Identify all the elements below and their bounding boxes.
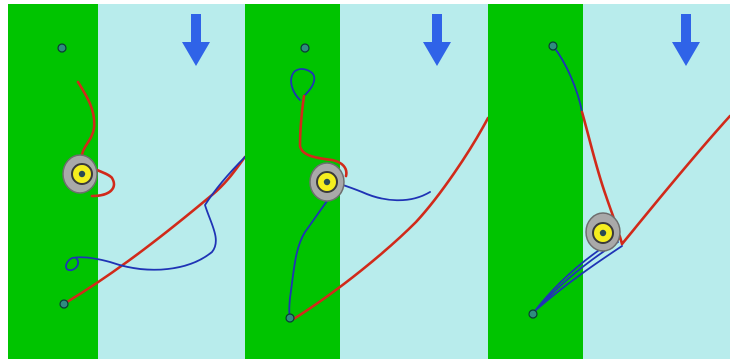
panel-3-green-zone <box>488 4 583 359</box>
waypoint-marker-icon <box>528 309 538 319</box>
blue-path <box>533 45 623 313</box>
eye-sensor-icon <box>309 162 345 202</box>
blue-path <box>288 68 431 319</box>
waypoint-marker-icon <box>285 313 295 323</box>
down-arrow-icon <box>182 14 210 66</box>
red-path <box>290 94 490 322</box>
panel-3 <box>488 4 730 359</box>
eye-sensor-icon <box>62 154 98 194</box>
blue-path <box>65 156 246 272</box>
waypoint-marker-icon <box>548 41 558 51</box>
panel-2 <box>245 4 490 359</box>
down-arrow-icon <box>423 14 451 66</box>
down-arrow-icon <box>672 14 700 66</box>
waypoint-marker-icon <box>59 299 69 309</box>
waypoint-marker-icon <box>300 43 310 53</box>
panel-1 <box>8 4 247 359</box>
waypoint-marker-icon <box>57 43 67 53</box>
eye-sensor-icon <box>585 212 621 252</box>
